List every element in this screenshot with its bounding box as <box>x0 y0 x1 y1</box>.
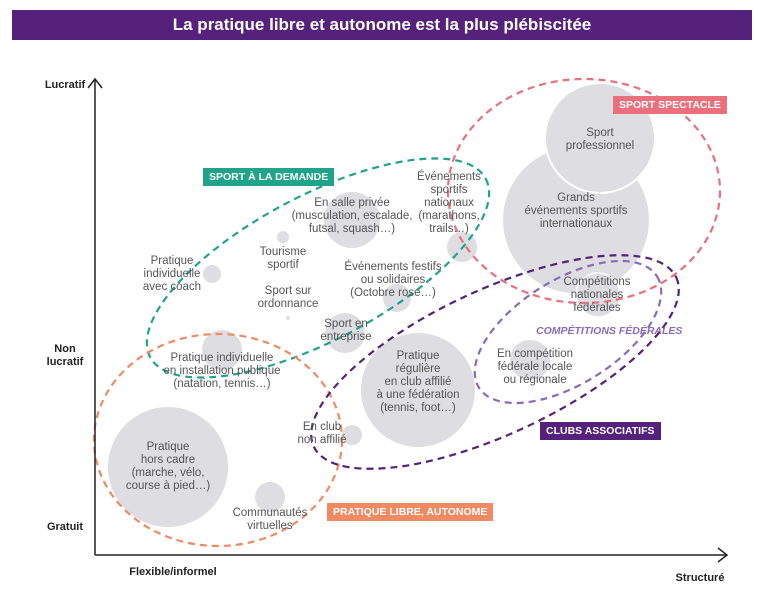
bubble-tourisme <box>277 231 289 243</box>
axis-flexible: Flexible/informel <box>129 566 217 578</box>
bubble-ordonnance <box>286 316 290 320</box>
bubble-non-affilie <box>342 425 362 445</box>
tag-libre: PRATIQUE LIBRE, AUTONOME <box>327 503 494 521</box>
bubble-club-affilie <box>361 333 475 447</box>
bubble-coach <box>203 265 221 283</box>
bubble-locale <box>510 340 550 380</box>
bubble-communautes <box>255 482 285 512</box>
axis-structure: Structuré <box>675 572 725 584</box>
label-communautes: Communautés virtuelles <box>232 507 308 532</box>
label-club-affilie: Pratique régulière en club affilié à une… <box>376 350 460 414</box>
bubble-festifs <box>383 284 411 312</box>
bubble-hors-cadre <box>108 407 228 527</box>
tag-clubs: CLUBS ASSOCIATIFS <box>540 422 661 440</box>
x-axis-arrow-icon <box>717 547 729 563</box>
axis-non-lucratif: Non lucratif <box>46 343 84 368</box>
group-clubs <box>310 254 680 470</box>
bubble-salle <box>324 192 380 248</box>
tag-sport-spectacle: SPORT SPECTACLE <box>613 96 727 114</box>
label-salle: En salle privée (musculation, escalade, … <box>291 197 413 235</box>
label-coach: Pratique individuelle avec coach <box>142 255 202 293</box>
tag-sport-demande: SPORT À LA DEMANDE <box>203 168 335 186</box>
bubble-nat-fed <box>575 272 621 318</box>
label-pro: Sport professionnel <box>565 127 635 152</box>
group-libre <box>92 332 344 548</box>
label-non-affilie: En club non affilié <box>297 421 347 446</box>
bubble-entreprise <box>325 313 365 353</box>
group-sport-spectacle <box>446 77 722 305</box>
label-installation: Pratique individuelle en installation pu… <box>163 352 281 390</box>
group-competitions <box>473 259 663 405</box>
page-title: La pratique libre et autonome est la plu… <box>12 10 752 40</box>
label-ordonnance: Sport sur ordonnance <box>257 285 319 310</box>
label-entreprise: Sport en entreprise <box>320 318 372 343</box>
label-hors-cadre: Pratique hors cadre (marche, vélo, cours… <box>125 441 211 492</box>
tag-competitions: COMPÉTITIONS FÉDÉRALES <box>536 325 683 337</box>
label-nat-fed: Compétitions nationales fédérales <box>563 276 631 314</box>
axis-gratuit: Gratuit <box>46 521 84 533</box>
label-festifs: Événements festifs ou solidaires (Octobr… <box>344 261 442 299</box>
y-axis-arrow-icon <box>87 77 103 89</box>
axis-lucratif: Lucratif <box>44 79 86 91</box>
label-locale: En compétition fédérale locale ou région… <box>496 348 574 386</box>
bubble-installation <box>202 330 242 370</box>
label-nationaux: Événements sportifs nationaux (marathons… <box>417 171 481 235</box>
label-tourisme: Tourisme sportif <box>259 246 307 271</box>
label-grands: Grands événements sportifs internationau… <box>524 192 628 230</box>
group-sport-demande <box>145 157 491 379</box>
